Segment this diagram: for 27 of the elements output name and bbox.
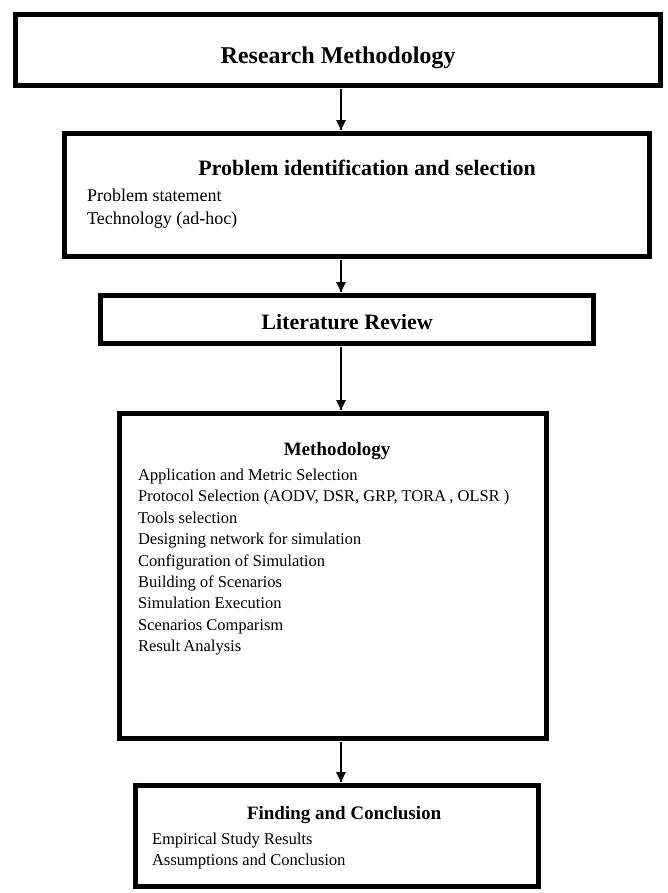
list-item: Technology (ad-hoc) <box>87 206 238 230</box>
arrow <box>336 347 346 410</box>
list-item: Problem statement <box>87 184 222 206</box>
list-item: Building of Scenarios <box>138 570 283 592</box>
list-item: Empirical Study Results <box>152 828 314 850</box>
arrow <box>336 260 346 292</box>
list-item: Protocol Selection (AODV, DSR, GRP, TORA , OLSR ) <box>138 485 510 507</box>
box-heading: Problem identification and selection <box>197 154 537 182</box>
box-heading: Finding and Conclusion <box>246 802 442 826</box>
list-item: Tools selection <box>138 506 238 528</box>
process-box <box>62 131 652 259</box>
box-heading: Methodology <box>282 438 392 462</box>
list-item: Assumptions and Conclusion <box>152 849 346 871</box>
arrow <box>336 89 346 130</box>
process-box <box>13 12 663 88</box>
list-item: Simulation Execution <box>138 592 282 614</box>
process-box <box>133 783 541 889</box>
list-item: Designing network for simulation <box>138 528 362 550</box>
box-heading: Research Methodology <box>220 42 456 71</box>
box-heading: Literature Review <box>260 308 434 336</box>
list-item: Configuration of Simulation <box>138 550 326 571</box>
process-box <box>117 411 549 741</box>
process-box <box>98 293 596 346</box>
arrow <box>336 742 346 782</box>
list-item: Application and Metric Selection <box>138 464 358 486</box>
list-item: Scenarios Comparism <box>138 614 284 636</box>
list-item: Result Analysis <box>138 635 242 657</box>
